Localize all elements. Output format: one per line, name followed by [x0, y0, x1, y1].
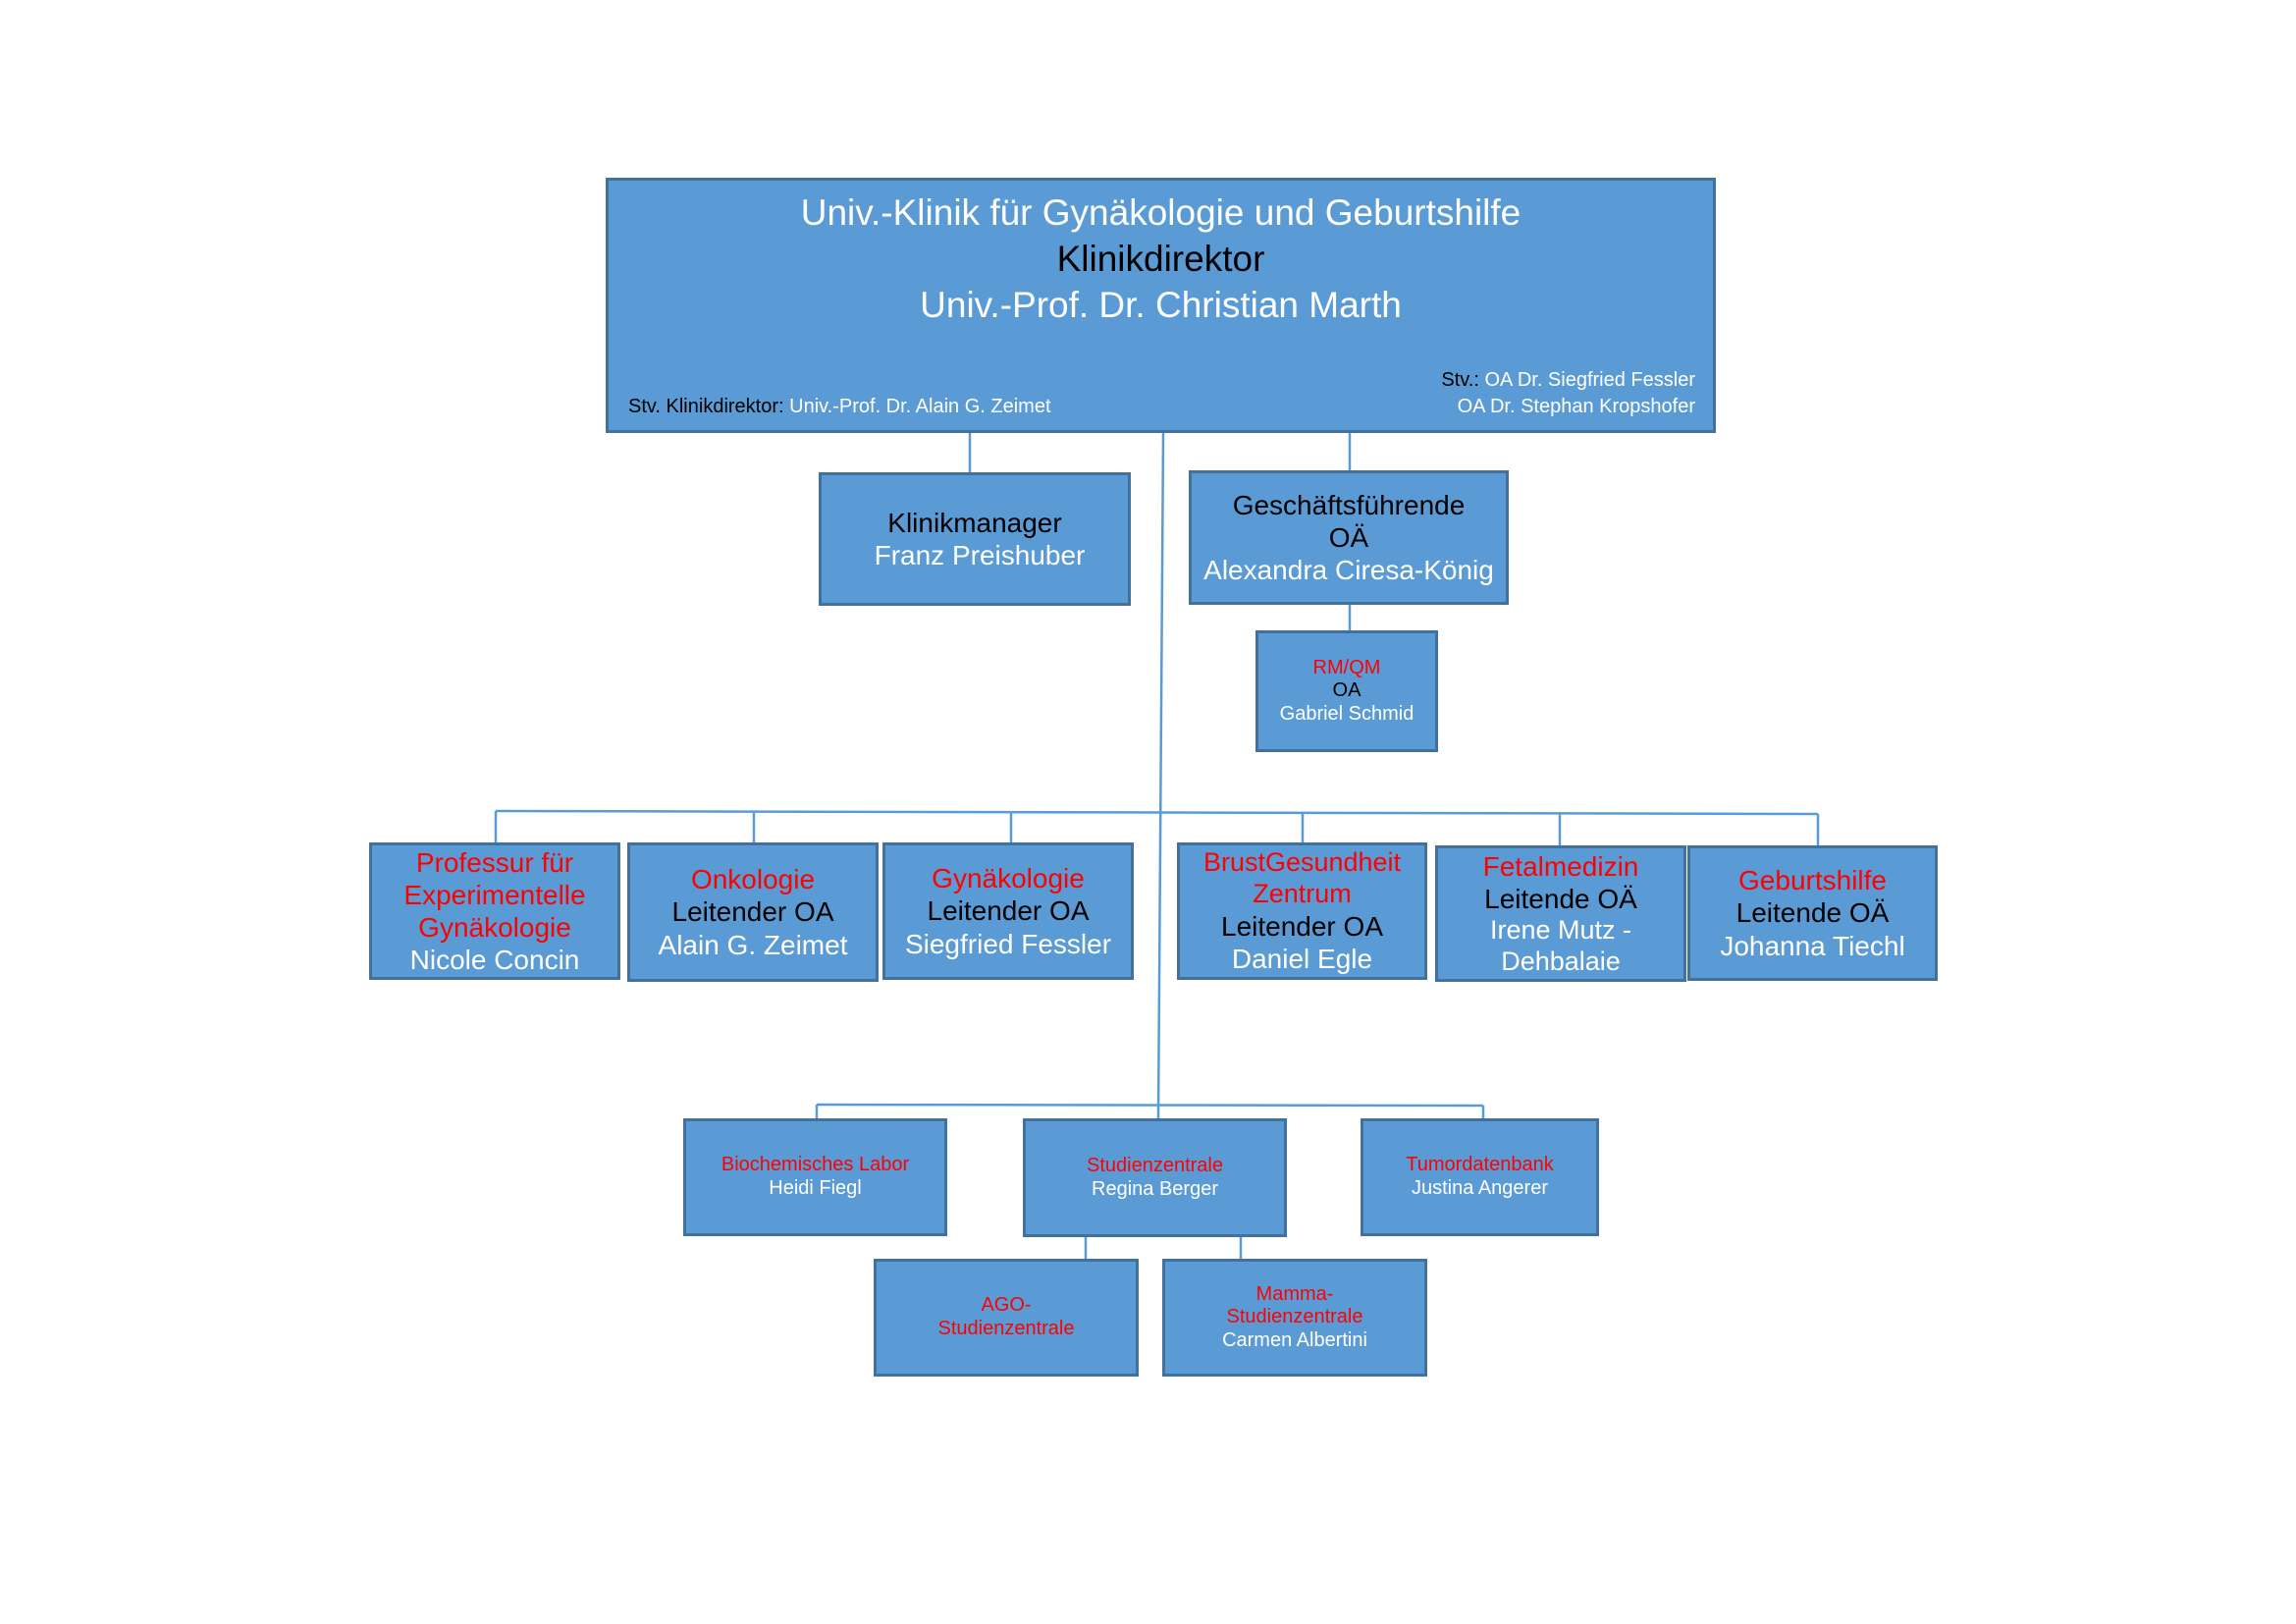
executive-title: Geschäftsführende: [1232, 489, 1466, 520]
subunit-head: Carmen Albertini: [1222, 1328, 1367, 1351]
manager-box: Klinikmanager Franz Preishuber: [819, 472, 1131, 606]
unit-title: Studienzentrale: [1087, 1154, 1223, 1176]
department-role: Leitende OÄ: [1484, 883, 1637, 914]
department-title: Gynäkologie: [932, 863, 1085, 894]
department-fetal-medicine: Fetalmedizin Leitende OÄ Irene Mutz - De…: [1435, 845, 1686, 982]
director-role: Klinikdirektor: [1056, 238, 1265, 279]
subunit-title: Studienzentrale: [937, 1318, 1075, 1339]
subunit-mamma-study-center: Mamma- Studienzentrale Carmen Albertini: [1162, 1259, 1427, 1377]
unit-title: Tumordatenbank: [1406, 1154, 1554, 1176]
executive-title-2: OÄ: [1328, 521, 1369, 553]
department-role: Leitende OÄ: [1735, 897, 1890, 929]
department-title: Geburtshilfe: [1738, 865, 1887, 896]
department-head: Siegfried Fessler: [904, 928, 1112, 959]
department-title: Professur für: [415, 846, 574, 878]
deputy-name: Univ.-Prof. Dr. Alain G. Zeimet: [789, 396, 1051, 417]
connector: [1156, 432, 1165, 1119]
executive-name: Alexandra Ciresa-König: [1203, 555, 1494, 586]
department-experimental-gynecology: Professur für Experimentelle Gynäkologie…: [369, 842, 620, 980]
department-head: Dehbalaie: [1501, 946, 1621, 976]
unit-title: Biochemisches Labor: [721, 1154, 910, 1176]
unit-study-center: Studienzentrale Regina Berger: [1023, 1118, 1287, 1237]
department-role: Leitender OA: [1221, 910, 1383, 942]
rmqm-title: RM/QM: [1312, 656, 1381, 678]
unit-tumor-database: Tumordatenbank Justina Angerer: [1361, 1118, 1599, 1236]
rmqm-box: RM/QM OA Gabriel Schmid: [1255, 630, 1438, 752]
department-head: Nicole Concin: [409, 945, 580, 976]
department-oncology: Onkologie Leitender OA Alain G. Zeimet: [627, 842, 879, 982]
manager-name: Franz Preishuber: [874, 540, 1086, 570]
director-name: Univ.-Prof. Dr. Christian Marth: [920, 284, 1402, 325]
department-role: Leitender OA: [927, 895, 1090, 927]
department-title: BrustGesundheit: [1202, 847, 1402, 878]
executive-box: Geschäftsführende OÄ Alexandra Ciresa-Kö…: [1189, 470, 1509, 605]
rmqm-role: OA: [1332, 679, 1362, 702]
unit-head: Heidi Fiegl: [769, 1177, 862, 1199]
manager-title: Klinikmanager: [887, 507, 1062, 538]
stv-label: Stv.:: [1441, 369, 1479, 391]
stv-name-2: OA Dr. Stephan Kropshofer: [1457, 396, 1695, 417]
department-title: Onkologie: [690, 864, 816, 895]
clinic-name: Univ.-Klinik für Gynäkologie und Geburts…: [800, 192, 1522, 233]
department-title: Zentrum: [1253, 878, 1352, 908]
department-title: Fetalmedizin: [1482, 850, 1639, 882]
subunit-title: AGO-: [981, 1294, 1032, 1317]
connector: [495, 809, 1819, 816]
connector: [816, 1103, 1484, 1108]
deputy-director: Stv. Klinikdirektor: Univ.-Prof. Dr. Ala…: [628, 394, 1051, 420]
department-title: Experimentelle: [403, 879, 586, 910]
department-breast-health: BrustGesundheit Zentrum Leitender OA Dan…: [1177, 842, 1427, 980]
subunit-title: Mamma-: [1255, 1282, 1334, 1305]
unit-biochemical-lab: Biochemisches Labor Heidi Fiegl: [683, 1118, 947, 1236]
unit-head: Regina Berger: [1092, 1177, 1218, 1200]
deputies: Stv.: OA Dr. Siegfried Fessler OA Dr. St…: [1441, 367, 1695, 420]
department-title: Gynäkologie: [418, 912, 571, 943]
deputy-label: Stv. Klinikdirektor:: [628, 396, 784, 417]
department-role: Leitender OA: [671, 896, 834, 928]
department-obstetrics: Geburtshilfe Leitende OÄ Johanna Tiechl: [1687, 845, 1938, 981]
department-head: Alain G. Zeimet: [658, 929, 848, 960]
department-head: Johanna Tiechl: [1720, 930, 1905, 961]
subunit-title: Studienzentrale: [1226, 1306, 1363, 1328]
director-box: Univ.-Klinik für Gynäkologie und Geburts…: [606, 178, 1716, 433]
department-head: Daniel Egle: [1231, 943, 1373, 974]
unit-head: Justina Angerer: [1412, 1177, 1548, 1199]
department-head: Irene Mutz -: [1489, 914, 1632, 945]
stv-name-1: OA Dr. Siegfried Fessler: [1484, 369, 1695, 391]
rmqm-name: Gabriel Schmid: [1279, 702, 1415, 725]
department-gynecology: Gynäkologie Leitender OA Siegfried Fessl…: [882, 842, 1134, 980]
subunit-ago-study-center: AGO- Studienzentrale: [874, 1259, 1139, 1377]
